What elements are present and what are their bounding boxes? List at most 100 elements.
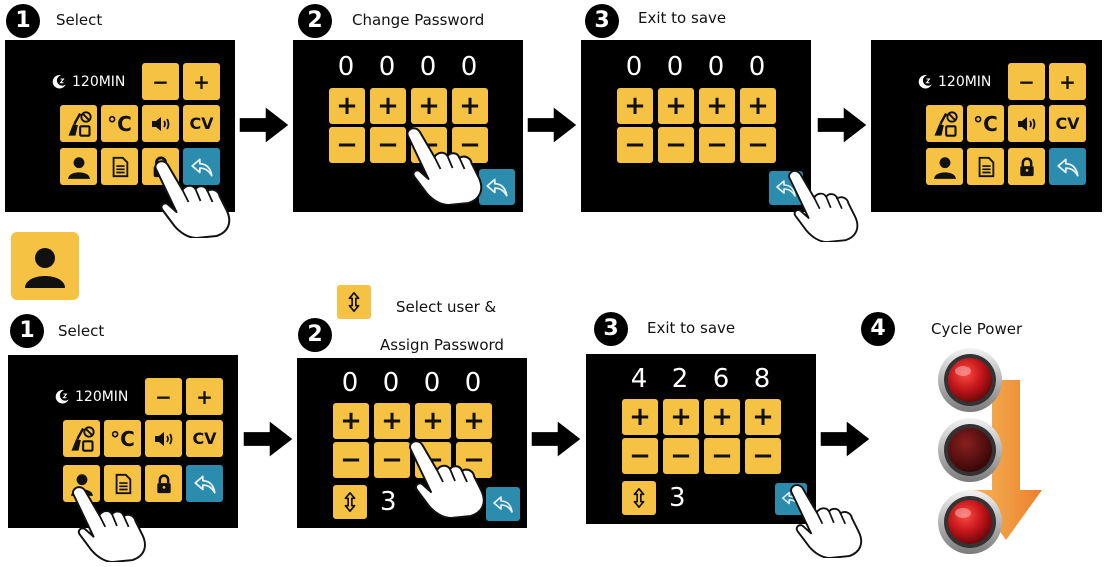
back-button[interactable]: [183, 148, 220, 185]
digit-plus-button[interactable]: +: [370, 88, 406, 124]
digit-minus-button[interactable]: −: [374, 442, 410, 478]
step-number-2: 2: [298, 318, 332, 352]
digit-plus-button[interactable]: +: [699, 88, 735, 124]
right-arrow-icon: [816, 104, 868, 146]
cleaning-button[interactable]: [63, 420, 100, 457]
user-icon: [932, 154, 958, 180]
digit-plus-button[interactable]: +: [658, 88, 694, 124]
menu-screen: 120MIN − + °C CV: [5, 40, 235, 212]
digit-minus-button[interactable]: −: [617, 127, 653, 163]
cv-button[interactable]: CV: [186, 420, 223, 457]
step-caption: Change Password: [352, 11, 485, 29]
moon-icon: [50, 73, 68, 91]
step-number-4: 4: [861, 312, 895, 346]
timer-display: 120MIN: [916, 73, 991, 91]
digit-plus-button[interactable]: +: [329, 88, 365, 124]
digit-minus-button[interactable]: −: [745, 438, 781, 474]
cleaning-icon: [65, 110, 93, 138]
password-digit: 2: [671, 364, 689, 394]
step-number-3: 3: [585, 4, 619, 38]
digit-plus-button[interactable]: +: [740, 88, 776, 124]
cv-button[interactable]: CV: [1049, 105, 1086, 142]
digit-minus-button[interactable]: −: [370, 127, 406, 163]
plus-button[interactable]: +: [186, 378, 223, 415]
power-light-on: [938, 348, 1002, 412]
step-caption: Select: [58, 322, 105, 340]
user-button[interactable]: [63, 465, 100, 502]
password-button[interactable]: [145, 465, 182, 502]
temperature-button[interactable]: °C: [967, 105, 1004, 142]
user-button[interactable]: [926, 148, 963, 185]
back-arrow-icon: [780, 488, 802, 510]
volume-button[interactable]: [145, 420, 182, 457]
digit-plus-button[interactable]: +: [456, 403, 492, 439]
temperature-button[interactable]: °C: [101, 105, 138, 142]
user-select-button[interactable]: [333, 485, 367, 519]
document-icon: [112, 472, 134, 496]
back-button[interactable]: [486, 487, 520, 521]
digit-plus-button[interactable]: +: [452, 88, 488, 124]
digit-plus-button[interactable]: +: [411, 88, 447, 124]
password-button[interactable]: [142, 148, 179, 185]
digit-plus-button[interactable]: +: [333, 403, 369, 439]
right-arrow-icon: [238, 104, 290, 146]
plus-button[interactable]: +: [1049, 63, 1086, 100]
digit-plus-button[interactable]: +: [374, 403, 410, 439]
back-arrow-icon: [192, 471, 218, 497]
back-button[interactable]: [1049, 148, 1086, 185]
user-button[interactable]: [60, 148, 97, 185]
minus-button[interactable]: −: [1008, 63, 1045, 100]
minus-button[interactable]: −: [145, 378, 182, 415]
digit-plus-button[interactable]: +: [704, 399, 740, 435]
document-button[interactable]: [967, 148, 1004, 185]
digit-plus-button[interactable]: +: [617, 88, 653, 124]
digit-minus-button[interactable]: −: [452, 127, 488, 163]
cv-button[interactable]: CV: [183, 105, 220, 142]
step-number-3: 3: [594, 312, 628, 346]
cleaning-button[interactable]: [60, 105, 97, 142]
password-screen: 0 0 0 0 + + + + − − − −: [581, 40, 811, 212]
step-caption: Select: [56, 11, 103, 29]
back-button[interactable]: [769, 171, 803, 205]
cleaning-button[interactable]: [926, 105, 963, 142]
user-password-screen: 0 0 0 0 + + + + − − − − 3: [297, 358, 527, 528]
digit-minus-button[interactable]: −: [456, 442, 492, 478]
moon-icon: [53, 388, 71, 406]
volume-button[interactable]: [1008, 105, 1045, 142]
digit-minus-button[interactable]: −: [699, 127, 735, 163]
timer-label: 120MIN: [75, 389, 129, 405]
digit-minus-button[interactable]: −: [411, 127, 447, 163]
power-light-off: [938, 418, 1002, 482]
document-button[interactable]: [104, 465, 141, 502]
back-button[interactable]: [775, 483, 807, 515]
digit-plus-button[interactable]: +: [663, 399, 699, 435]
back-button[interactable]: [479, 169, 515, 205]
digit-minus-button[interactable]: −: [622, 438, 658, 474]
right-arrow-icon: [530, 418, 582, 460]
moon-icon: [916, 73, 934, 91]
digit-plus-button[interactable]: +: [745, 399, 781, 435]
password-digit: 0: [337, 52, 355, 82]
digit-minus-button[interactable]: −: [704, 438, 740, 474]
digit-minus-button[interactable]: −: [329, 127, 365, 163]
plus-button[interactable]: +: [183, 63, 220, 100]
document-button[interactable]: [101, 148, 138, 185]
digit-plus-button[interactable]: +: [415, 403, 451, 439]
menu-screen: 120MIN − + °C CV: [8, 355, 238, 528]
step-caption: Assign Password: [380, 336, 504, 354]
user-select-button[interactable]: [622, 481, 656, 515]
digit-minus-button[interactable]: −: [415, 442, 451, 478]
password-digit: 8: [753, 364, 771, 394]
digit-minus-button[interactable]: −: [333, 442, 369, 478]
digit-minus-button[interactable]: −: [740, 127, 776, 163]
password-button[interactable]: [1008, 148, 1045, 185]
temperature-button[interactable]: °C: [104, 420, 141, 457]
password-digit: 0: [625, 52, 643, 82]
digit-plus-button[interactable]: +: [622, 399, 658, 435]
digit-minus-button[interactable]: −: [658, 127, 694, 163]
minus-button[interactable]: −: [142, 63, 179, 100]
back-button[interactable]: [186, 465, 223, 502]
digit-minus-button[interactable]: −: [663, 438, 699, 474]
power-light-on: [938, 490, 1002, 554]
volume-button[interactable]: [142, 105, 179, 142]
